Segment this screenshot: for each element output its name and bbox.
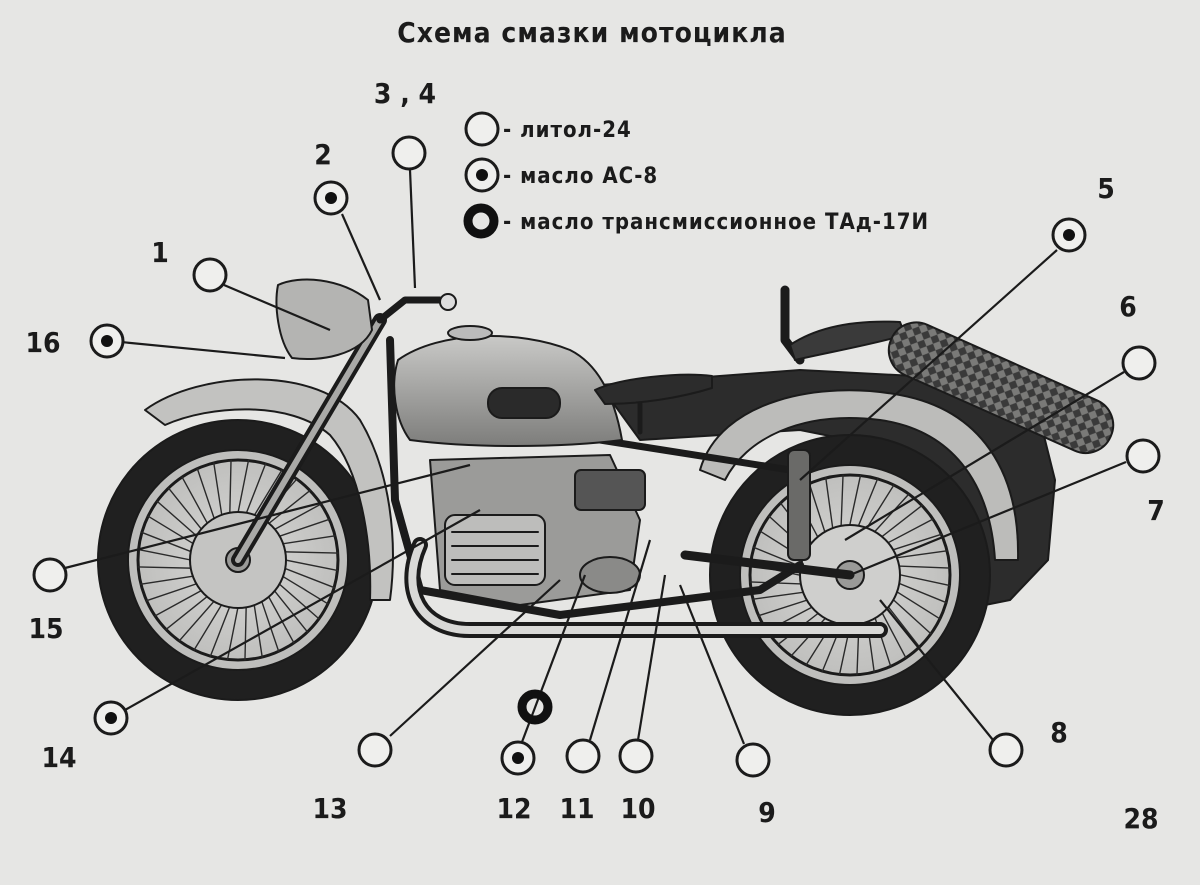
gearbox-cover <box>579 556 641 594</box>
point-label-15: 15 <box>28 612 63 645</box>
page-title: Схема смазки мотоцикла <box>397 16 787 49</box>
leader-line-11 <box>588 539 652 741</box>
point-13: 13 <box>312 732 393 825</box>
ring-circle-icon <box>463 203 499 239</box>
point-label-14: 14 <box>41 741 76 774</box>
point-label-2: 2 <box>314 138 332 171</box>
legend-item-litol: - литол-24 <box>464 111 632 147</box>
open-circle-icon <box>464 111 500 147</box>
leader-line-2 <box>340 213 382 301</box>
legend-text-as8: - масло АС-8 <box>503 164 658 189</box>
point-10: 10 <box>618 738 656 825</box>
tank-badge <box>487 387 561 419</box>
point-label-10: 10 <box>620 792 655 825</box>
point-7: 7 <box>1125 438 1165 527</box>
point-1: 1 <box>151 236 228 293</box>
air-filter <box>574 469 646 511</box>
point-label-9: 9 <box>758 796 776 829</box>
point-label-6: 6 <box>1119 290 1137 323</box>
leader-line-15 <box>64 463 471 570</box>
open-circle-icon <box>192 257 228 293</box>
point-label-7: 7 <box>1147 494 1165 527</box>
leader-line-14 <box>124 509 481 711</box>
lubrication-points: 1 2 3 , 4 5 6 7 8 <box>25 77 1164 829</box>
point-label-13: 13 <box>312 792 347 825</box>
handlebar <box>376 296 444 324</box>
point-14: 14 <box>41 700 129 774</box>
point-label-8: 8 <box>1050 716 1068 749</box>
leader-lines <box>64 169 1127 745</box>
point-label-11: 11 <box>559 792 594 825</box>
open-circle-icon <box>357 732 393 768</box>
leader-line-8 <box>879 599 994 741</box>
point-15: 15 <box>28 557 68 645</box>
open-circle-icon <box>618 738 654 774</box>
frame-top-tube <box>596 436 794 474</box>
open-circle-icon <box>1125 438 1161 474</box>
point-8: 8 <box>988 716 1068 768</box>
open-circle-icon <box>735 742 771 778</box>
leader-line-7 <box>849 460 1127 577</box>
page-number: 28 <box>1123 802 1158 835</box>
rider-seat <box>594 373 713 405</box>
point-12: 12 <box>496 740 536 825</box>
leader-line-5 <box>799 249 1058 481</box>
point-label-3-4: 3 , 4 <box>374 77 436 110</box>
point-label-1: 1 <box>151 236 169 269</box>
legend: - литол-24 - масло АС-8 - масло трансмис… <box>463 111 929 239</box>
leader-line-16 <box>120 340 286 360</box>
spare-tyre <box>887 321 1115 454</box>
point-5: 5 <box>1051 172 1115 253</box>
point-6: 6 <box>1119 290 1157 381</box>
leader-line-1 <box>223 283 331 332</box>
point-label-12: 12 <box>496 792 531 825</box>
leader-line-13 <box>389 579 561 737</box>
point-16: 16 <box>25 323 125 359</box>
point-9: 9 <box>735 742 776 829</box>
headlamp <box>275 278 373 361</box>
open-circle-icon <box>565 738 601 774</box>
leader-line-6 <box>844 371 1125 541</box>
open-circle-icon <box>391 135 427 171</box>
legend-item-as8: - масло АС-8 <box>464 157 658 193</box>
leader-line-9 <box>678 584 746 745</box>
motorcycle-illustration <box>97 278 1115 716</box>
point-label-5: 5 <box>1097 172 1115 205</box>
rear-shock <box>787 449 811 561</box>
rear-fender <box>699 389 1020 561</box>
sidecar-seat <box>789 320 906 361</box>
open-circle-icon <box>1121 345 1157 381</box>
leader-line-12 <box>520 574 587 743</box>
point-12-transmission <box>517 689 553 725</box>
point-3-4: 3 , 4 <box>374 77 436 171</box>
leader-line-10 <box>636 574 667 741</box>
open-circle-icon <box>988 732 1024 768</box>
point-label-16: 16 <box>25 326 60 359</box>
point-2: 2 <box>313 138 349 216</box>
legend-text-transmission: - масло трансмиссионное ТАд-17И <box>503 210 929 235</box>
tank-cap <box>447 325 493 341</box>
swing-arm <box>680 550 855 580</box>
legend-text-litol: - литол-24 <box>503 118 632 143</box>
point-11: 11 <box>559 738 601 825</box>
legend-item-transmission: - масло трансмиссионное ТАд-17И <box>463 203 929 239</box>
leader-line-3-4 <box>408 169 417 289</box>
front-fender <box>144 378 394 601</box>
open-circle-icon <box>32 557 68 593</box>
ring-circle-icon <box>517 689 553 725</box>
